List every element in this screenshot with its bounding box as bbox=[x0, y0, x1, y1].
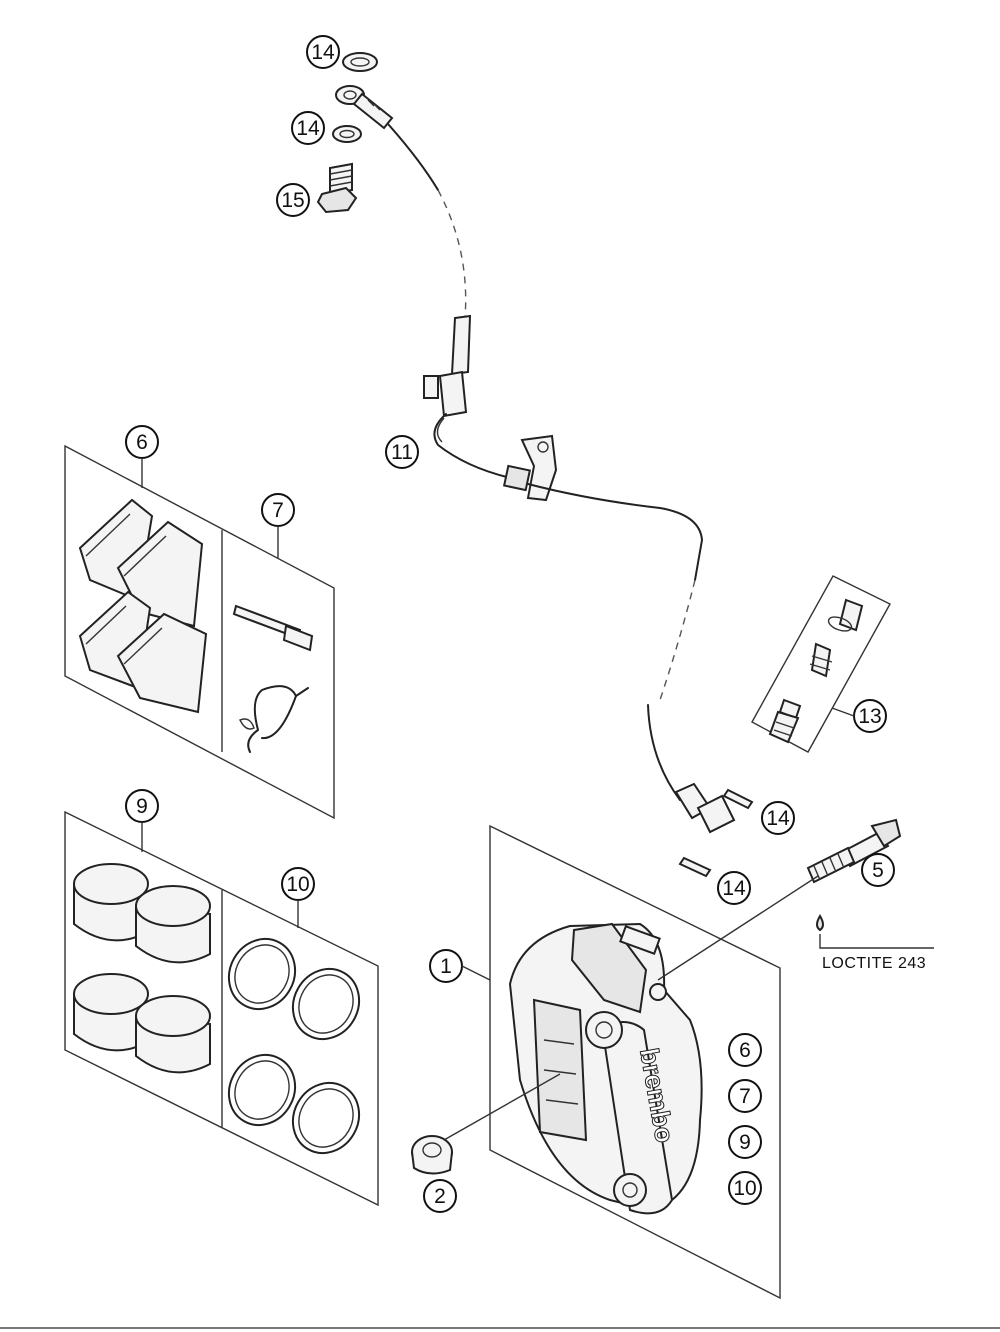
callout-13: 13 bbox=[831, 699, 887, 733]
svg-text:10: 10 bbox=[733, 1177, 756, 1200]
callout-1: 1 bbox=[429, 949, 491, 983]
svg-text:14: 14 bbox=[311, 41, 335, 64]
callout-10: 10 bbox=[281, 867, 315, 928]
svg-text:7: 7 bbox=[272, 499, 284, 522]
svg-text:13: 13 bbox=[858, 705, 881, 728]
svg-text:6: 6 bbox=[739, 1039, 751, 1062]
bleeder-screw bbox=[809, 642, 833, 678]
brake-line bbox=[335, 85, 736, 834]
piston bbox=[135, 995, 211, 1074]
callout-15: 15 bbox=[276, 183, 310, 217]
callout-14-top: 14 bbox=[306, 35, 340, 69]
callout-11: 11 bbox=[385, 435, 419, 469]
brake-pad-kit-panel bbox=[64, 444, 335, 820]
piston bbox=[135, 885, 211, 964]
svg-text:9: 9 bbox=[136, 795, 148, 818]
svg-text:15: 15 bbox=[281, 189, 304, 212]
loctite-note: LOCTITE 243 bbox=[822, 955, 926, 972]
pad-spring bbox=[239, 685, 309, 753]
brake-caliper: brembo bbox=[411, 824, 819, 1300]
washers-lower bbox=[678, 788, 754, 878]
piston bbox=[73, 973, 149, 1052]
svg-text:7: 7 bbox=[739, 1085, 751, 1108]
svg-text:14: 14 bbox=[766, 807, 790, 830]
piston bbox=[73, 863, 149, 942]
callout-7-included: 7 bbox=[728, 1079, 762, 1113]
spacer-ring bbox=[411, 1135, 453, 1175]
callout-7: 7 bbox=[261, 493, 295, 558]
svg-text:14: 14 bbox=[296, 117, 320, 140]
callout-10-included: 10 bbox=[728, 1171, 762, 1205]
piston-seal bbox=[291, 1081, 361, 1155]
brake-pad bbox=[116, 612, 208, 714]
svg-text:14: 14 bbox=[722, 877, 746, 900]
mounting-bolt bbox=[806, 818, 934, 949]
callout-9: 9 bbox=[125, 789, 159, 852]
piston-seal bbox=[227, 1053, 297, 1127]
piston-seal bbox=[227, 937, 297, 1011]
callout-9-included: 9 bbox=[728, 1125, 762, 1159]
callout-6-included: 6 bbox=[728, 1033, 762, 1067]
bleeder-kit-panel bbox=[751, 575, 891, 753]
bleeder-nipple bbox=[768, 698, 802, 744]
callout-2: 2 bbox=[423, 1179, 457, 1213]
callout-5: 5 bbox=[861, 853, 895, 887]
piston-kit-panel bbox=[64, 810, 379, 1207]
callout-14-upper: 14 bbox=[291, 111, 325, 145]
callout-6: 6 bbox=[125, 425, 159, 488]
pad-pin bbox=[232, 604, 314, 652]
svg-text:9: 9 bbox=[739, 1131, 751, 1154]
banjo-bolt bbox=[316, 162, 358, 214]
piston-seal bbox=[291, 967, 361, 1041]
callout-14-lower: 14 bbox=[717, 871, 751, 905]
bleeder-cap bbox=[827, 598, 864, 632]
svg-text:10: 10 bbox=[286, 873, 309, 896]
washers-top bbox=[332, 52, 378, 143]
svg-text:5: 5 bbox=[872, 859, 884, 882]
svg-text:2: 2 bbox=[434, 1185, 446, 1208]
callout-14-right: 14 bbox=[761, 801, 795, 835]
svg-text:6: 6 bbox=[136, 431, 148, 454]
svg-text:11: 11 bbox=[391, 441, 413, 464]
svg-text:1: 1 bbox=[440, 955, 452, 978]
